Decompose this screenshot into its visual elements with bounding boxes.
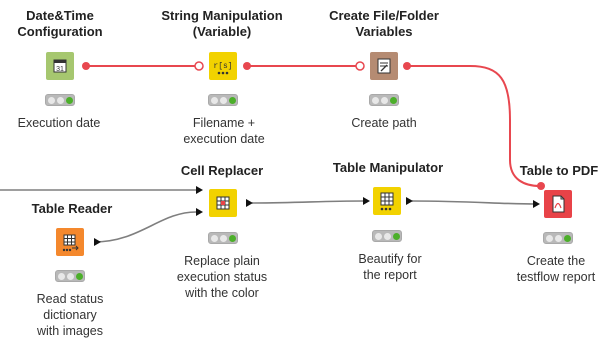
port-cellreplacer-in-1[interactable]: [196, 186, 203, 194]
node-table-reader[interactable]: [56, 228, 84, 256]
port-cellreplacer-out[interactable]: [246, 199, 253, 207]
cell-replace-icon: [216, 196, 230, 210]
connection-cellreplacer-to-tablemanip[interactable]: [251, 200, 365, 204]
node-status-datetime: [45, 94, 75, 106]
node-status-create-file-folder: [369, 94, 399, 106]
calendar-icon: 31: [53, 59, 67, 73]
svg-text:r[s]: r[s]: [213, 62, 232, 71]
node-string-manipulation[interactable]: r[s]: [209, 52, 237, 80]
node-table-manipulator[interactable]: [373, 187, 401, 215]
connection-tablereader-to-cellreplacer[interactable]: [93, 211, 197, 243]
connection-createfile-to-tabletopdf[interactable]: [406, 65, 541, 187]
data-connections: [0, 189, 537, 243]
node-desc-create-file-folder: Create path: [351, 116, 417, 130]
node-desc-table-to-pdf: Create the testflow report: [516, 254, 596, 284]
port-createfile-in[interactable]: [355, 61, 365, 71]
node-table-to-pdf[interactable]: [544, 190, 572, 218]
node-status-table-manipulator: [372, 230, 402, 242]
flow-variable-connections: [86, 65, 541, 187]
node-desc-table-reader: Read status dictionary with images: [36, 292, 104, 338]
node-status-table-reader: [55, 270, 85, 282]
port-datetime-out[interactable]: [82, 62, 90, 70]
node-title-string-manipulation: String Manipulation (Variable): [161, 8, 283, 39]
port-tablemanip-in[interactable]: [363, 197, 370, 205]
node-title-cell-replacer: Cell Replacer: [180, 163, 264, 178]
table-read-icon: [62, 234, 79, 252]
node-desc-cell-replacer: Replace plain execution status with the …: [176, 254, 268, 300]
node-title-table-reader: Table Reader: [31, 201, 113, 216]
port-tablemanip-out[interactable]: [406, 197, 413, 205]
node-cell-replacer[interactable]: [209, 189, 237, 217]
port-tabletopdf-var-in[interactable]: [537, 182, 545, 190]
port-stringmanip-out[interactable]: [243, 62, 251, 70]
port-cellreplacer-in-2[interactable]: [196, 208, 203, 216]
variable-s-icon: r[s]: [213, 62, 233, 75]
svg-text:31: 31: [56, 66, 64, 73]
port-tablereader-out[interactable]: [94, 238, 101, 246]
node-status-cell-replacer: [208, 232, 238, 244]
node-desc-table-manipulator: Beautify for the report: [358, 252, 422, 282]
node-title-datetime: Date&Time Configuration: [17, 8, 103, 39]
folder-variable-icon: [377, 58, 391, 74]
port-stringmanip-in[interactable]: [194, 61, 204, 71]
table-manipulate-icon: [380, 192, 394, 211]
pdf-icon: [552, 195, 565, 213]
node-desc-string-manipulation: Filename + execution date: [183, 116, 265, 146]
node-title-create-file-folder: Create File/Folder Variables: [329, 8, 439, 39]
node-status-table-to-pdf: [543, 232, 573, 244]
connection-tablemanip-to-tabletopdf[interactable]: [411, 200, 537, 205]
node-desc-datetime: Execution date: [17, 116, 101, 130]
port-createfile-out[interactable]: [403, 62, 411, 70]
ports: [82, 61, 545, 246]
node-title-table-to-pdf: Table to PDF: [519, 163, 599, 178]
port-tabletopdf-in[interactable]: [533, 200, 540, 208]
node-create-file-folder[interactable]: [370, 52, 398, 80]
node-datetime-configuration[interactable]: 31: [46, 52, 74, 80]
node-title-table-manipulator: Table Manipulator: [332, 160, 444, 175]
node-status-string-manipulation: [208, 94, 238, 106]
